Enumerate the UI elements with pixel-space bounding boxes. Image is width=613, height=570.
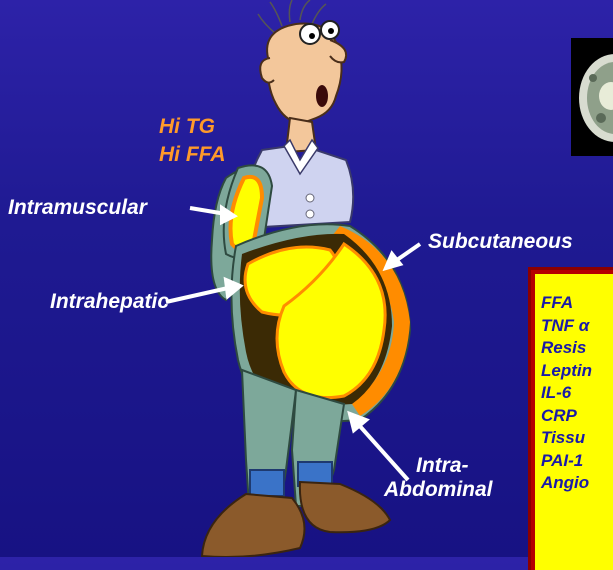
list-item: TNF α — [541, 315, 592, 338]
list-item: CRP — [541, 405, 592, 428]
shirt-button — [306, 210, 314, 218]
list-item: FFA — [541, 292, 592, 315]
sock — [250, 470, 284, 496]
intra-abdominal-label-line1: Intra- — [416, 454, 469, 478]
list-item: PAI-1 — [541, 450, 592, 473]
adipokine-list: FFA TNF α Resis Leptin IL-6 CRP Tissu PA… — [541, 292, 592, 495]
adipokine-panel: FFA TNF α Resis Leptin IL-6 CRP Tissu PA… — [528, 267, 613, 570]
cartoon-figure — [0, 0, 613, 557]
list-item: Resis — [541, 337, 592, 360]
list-item: Tissu — [541, 427, 592, 450]
intra-abdominal-arrow — [358, 424, 408, 480]
nose — [330, 40, 346, 62]
left-shoe — [202, 494, 305, 557]
ct-scan-graphic — [571, 38, 613, 156]
list-item: IL-6 — [541, 382, 592, 405]
subcutaneous-label: Subcutaneous — [428, 230, 573, 254]
right-shoe — [300, 482, 390, 532]
intrahepatic-arrow — [166, 288, 228, 302]
intra-abdominal-label-line2: Abdominal — [384, 478, 493, 502]
list-item: Angio — [541, 472, 592, 495]
hi-ffa-label: Hi FFA — [159, 142, 226, 167]
hi-tg-label: Hi TG — [159, 114, 215, 139]
subcutaneous-arrowhead — [386, 254, 400, 268]
intrahepatic-label: Intrahepatic — [50, 290, 169, 314]
mouth — [316, 85, 328, 107]
ct-scan-image — [571, 38, 613, 156]
shirt-button — [306, 194, 314, 202]
intramuscular-label: Intramuscular — [8, 196, 147, 220]
list-item: Leptin — [541, 360, 592, 383]
